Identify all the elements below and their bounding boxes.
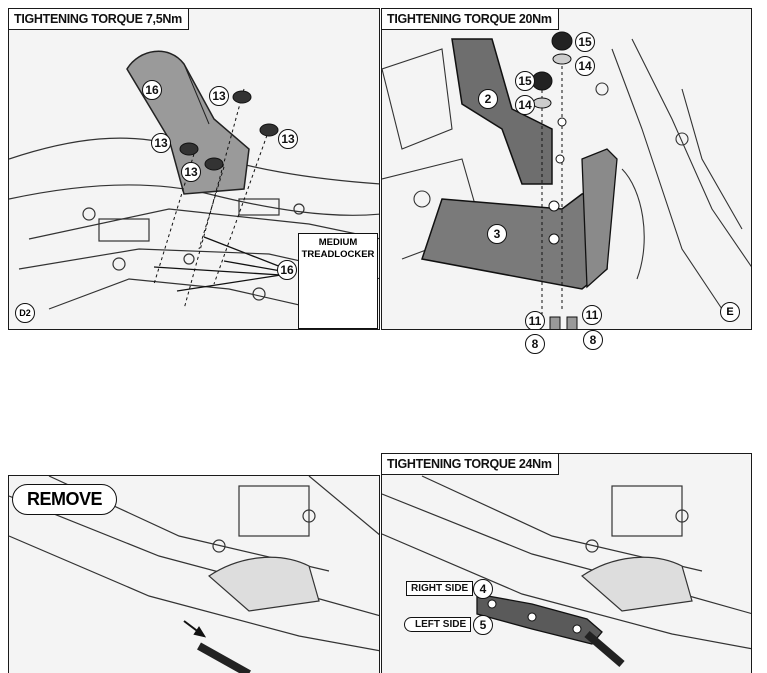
callout-13-nut-c: 13 bbox=[151, 133, 171, 153]
callout-15-cap-lower: 15 bbox=[515, 71, 535, 91]
panel-torque24-title: TIGHTENING TORQUE 24Nm bbox=[382, 454, 559, 475]
torque24-illustration bbox=[382, 475, 751, 668]
callout-14-washer-lower: 14 bbox=[515, 95, 535, 115]
callout-5-left-side: 5 bbox=[473, 615, 493, 635]
remove-label: REMOVE bbox=[12, 484, 118, 515]
callout-11-right: 11 bbox=[582, 305, 602, 325]
panel-e: TIGHTENING TORQUE 20Nm bbox=[381, 8, 752, 330]
treadlocker-box: MEDIUM TREADLOCKER bbox=[298, 233, 378, 329]
callout-2-bracket: 2 bbox=[478, 89, 498, 109]
right-side-label: RIGHT SIDE bbox=[406, 581, 474, 596]
panel-remove: REMOVE bbox=[8, 475, 380, 673]
callout-3-plate: 3 bbox=[487, 224, 507, 244]
callout-14-washer-upper: 14 bbox=[575, 56, 595, 76]
treadlocker-label-2: TREADLOCKER bbox=[301, 249, 375, 260]
left-side-label: LEFT SIDE bbox=[404, 617, 472, 632]
panel-d2: TIGHTENING TORQUE 7,5Nm bbox=[8, 8, 380, 330]
e-illustration bbox=[382, 31, 751, 329]
callout-16-bolts: 16 bbox=[277, 260, 297, 280]
panel-e-title: TIGHTENING TORQUE 20Nm bbox=[382, 9, 559, 30]
remove-illustration bbox=[9, 476, 379, 673]
callout-4-right-side: 4 bbox=[473, 579, 493, 599]
callout-15-cap-upper: 15 bbox=[575, 32, 595, 52]
callout-13-nut-b: 13 bbox=[278, 129, 298, 149]
panel-torque24: TIGHTENING TORQUE 24Nm RIGHT SIDE 4 LEFT… bbox=[381, 453, 752, 673]
step-marker-d2: D2 bbox=[15, 303, 35, 323]
callout-8-right: 8 bbox=[583, 330, 603, 350]
callout-13-nut-a: 13 bbox=[209, 86, 229, 106]
callout-11-left: 11 bbox=[525, 311, 545, 329]
treadlocker-label-1: MEDIUM bbox=[318, 237, 358, 248]
callout-8-left: 8 bbox=[525, 334, 545, 354]
panel-d2-title: TIGHTENING TORQUE 7,5Nm bbox=[9, 9, 189, 30]
step-marker-e: E bbox=[720, 302, 740, 322]
callout-13-nut-d: 13 bbox=[181, 162, 201, 182]
callout-16-bracket: 16 bbox=[142, 80, 162, 100]
